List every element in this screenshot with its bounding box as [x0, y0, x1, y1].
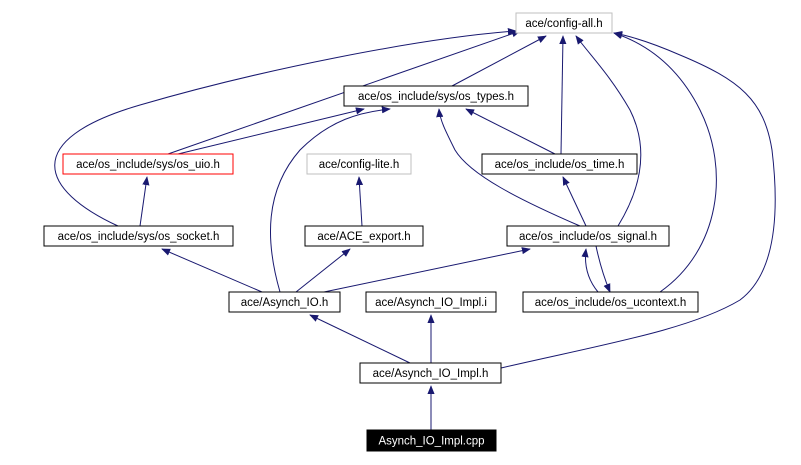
edge-asynch_io-to-os_socket: [161, 248, 263, 293]
node-os_types[interactable]: ace/os_include/sys/os_types.h: [343, 85, 529, 107]
node-box-ace_export: [304, 225, 424, 247]
node-label-os_time: ace/os_include/os_time.h: [495, 159, 625, 171]
node-label-os_uio: ace/os_include/sys/os_uio.h: [76, 159, 220, 171]
node-asynch_io[interactable]: ace/Asynch_IO.h: [228, 291, 341, 313]
node-box-config_lite: [306, 153, 412, 175]
node-label-os_ucontext: ace/os_include/os_ucontext.h: [535, 297, 687, 309]
node-config_all[interactable]: ace/config-all.h: [515, 12, 613, 34]
node-label-asynch_cpp: Asynch_IO_Impl.cpp: [378, 436, 484, 448]
edge-os_time-to-os_types: [465, 108, 556, 155]
edge-os_signal-to-os_ucontext: [595, 245, 611, 293]
node-box-config_all: [515, 12, 613, 34]
node-asynch_impl_i[interactable]: ace/Asynch_IO_Impl.i: [365, 291, 497, 313]
node-box-os_socket: [43, 225, 234, 247]
node-box-os_time: [481, 153, 638, 175]
edge-os_time-to-config_all: [559, 35, 567, 155]
node-config_lite[interactable]: ace/config-lite.h: [306, 153, 412, 175]
node-label-asynch_impl_h: ace/Asynch_IO_Impl.h: [373, 368, 489, 380]
node-box-asynch_cpp: [366, 429, 497, 452]
node-box-asynch_impl_i: [365, 291, 497, 313]
node-label-config_lite: ace/config-lite.h: [319, 159, 400, 171]
edge-asynch_io-to-os_signal: [323, 247, 531, 293]
edge-asynch_io-to-ace_export: [295, 248, 351, 293]
node-box-os_ucontext: [522, 291, 699, 313]
edge-os_signal-to-os_types: [436, 108, 581, 227]
edge-os_types-to-config_all: [451, 35, 547, 87]
node-box-asynch_impl_h: [359, 362, 502, 384]
node-os_time[interactable]: ace/os_include/os_time.h: [481, 153, 638, 175]
edge-asynch_io-to-os_types: [269, 106, 391, 293]
node-label-os_socket: ace/os_include/sys/os_socket.h: [58, 231, 220, 243]
node-box-os_uio: [62, 153, 234, 175]
node-os_uio[interactable]: ace/os_include/sys/os_uio.h: [62, 153, 234, 175]
node-box-os_types: [343, 85, 529, 107]
edge-asynch_impl_h-to-config_all: [500, 30, 776, 369]
node-asynch_cpp[interactable]: Asynch_IO_Impl.cpp: [366, 429, 497, 452]
edge-layer: [54, 28, 776, 430]
node-asynch_impl_h[interactable]: ace/Asynch_IO_Impl.h: [359, 362, 502, 384]
node-box-os_signal: [506, 225, 670, 247]
edge-asynch_impl_h-to-asynch_io: [309, 314, 411, 364]
node-box-asynch_io: [228, 291, 341, 313]
edge-os_uio-to-os_types: [177, 107, 365, 155]
edge-os_ucontext-to-os_signal: [581, 248, 599, 293]
node-label-asynch_io: ace/Asynch_IO.h: [241, 297, 329, 309]
edge-os_signal-to-os_time: [562, 176, 587, 227]
node-label-os_types: ace/os_include/sys/os_types.h: [358, 91, 514, 103]
node-os_socket[interactable]: ace/os_include/sys/os_socket.h: [43, 225, 234, 247]
edge-os_signal-to-config_all: [575, 35, 642, 227]
node-os_ucontext[interactable]: ace/os_include/os_ucontext.h: [522, 291, 699, 313]
node-os_signal[interactable]: ace/os_include/os_signal.h: [506, 225, 670, 247]
node-label-config_all: ace/config-all.h: [525, 18, 602, 30]
edge-os_ucontext-to-config_all: [613, 32, 717, 293]
edge-ace_export-to-config_lite: [355, 176, 364, 227]
node-label-asynch_impl_i: ace/Asynch_IO_Impl.i: [375, 297, 487, 309]
edge-os_socket-to-config_all: [54, 28, 517, 227]
node-ace_export[interactable]: ace/ACE_export.h: [304, 225, 424, 247]
edge-os_socket-to-os_uio: [139, 176, 150, 227]
node-label-os_signal: ace/os_include/os_signal.h: [519, 231, 657, 243]
node-layer: ace/config-all.h ace/os_include/sys/os_ty…: [43, 12, 699, 452]
node-label-ace_export: ace/ACE_export.h: [317, 231, 410, 243]
